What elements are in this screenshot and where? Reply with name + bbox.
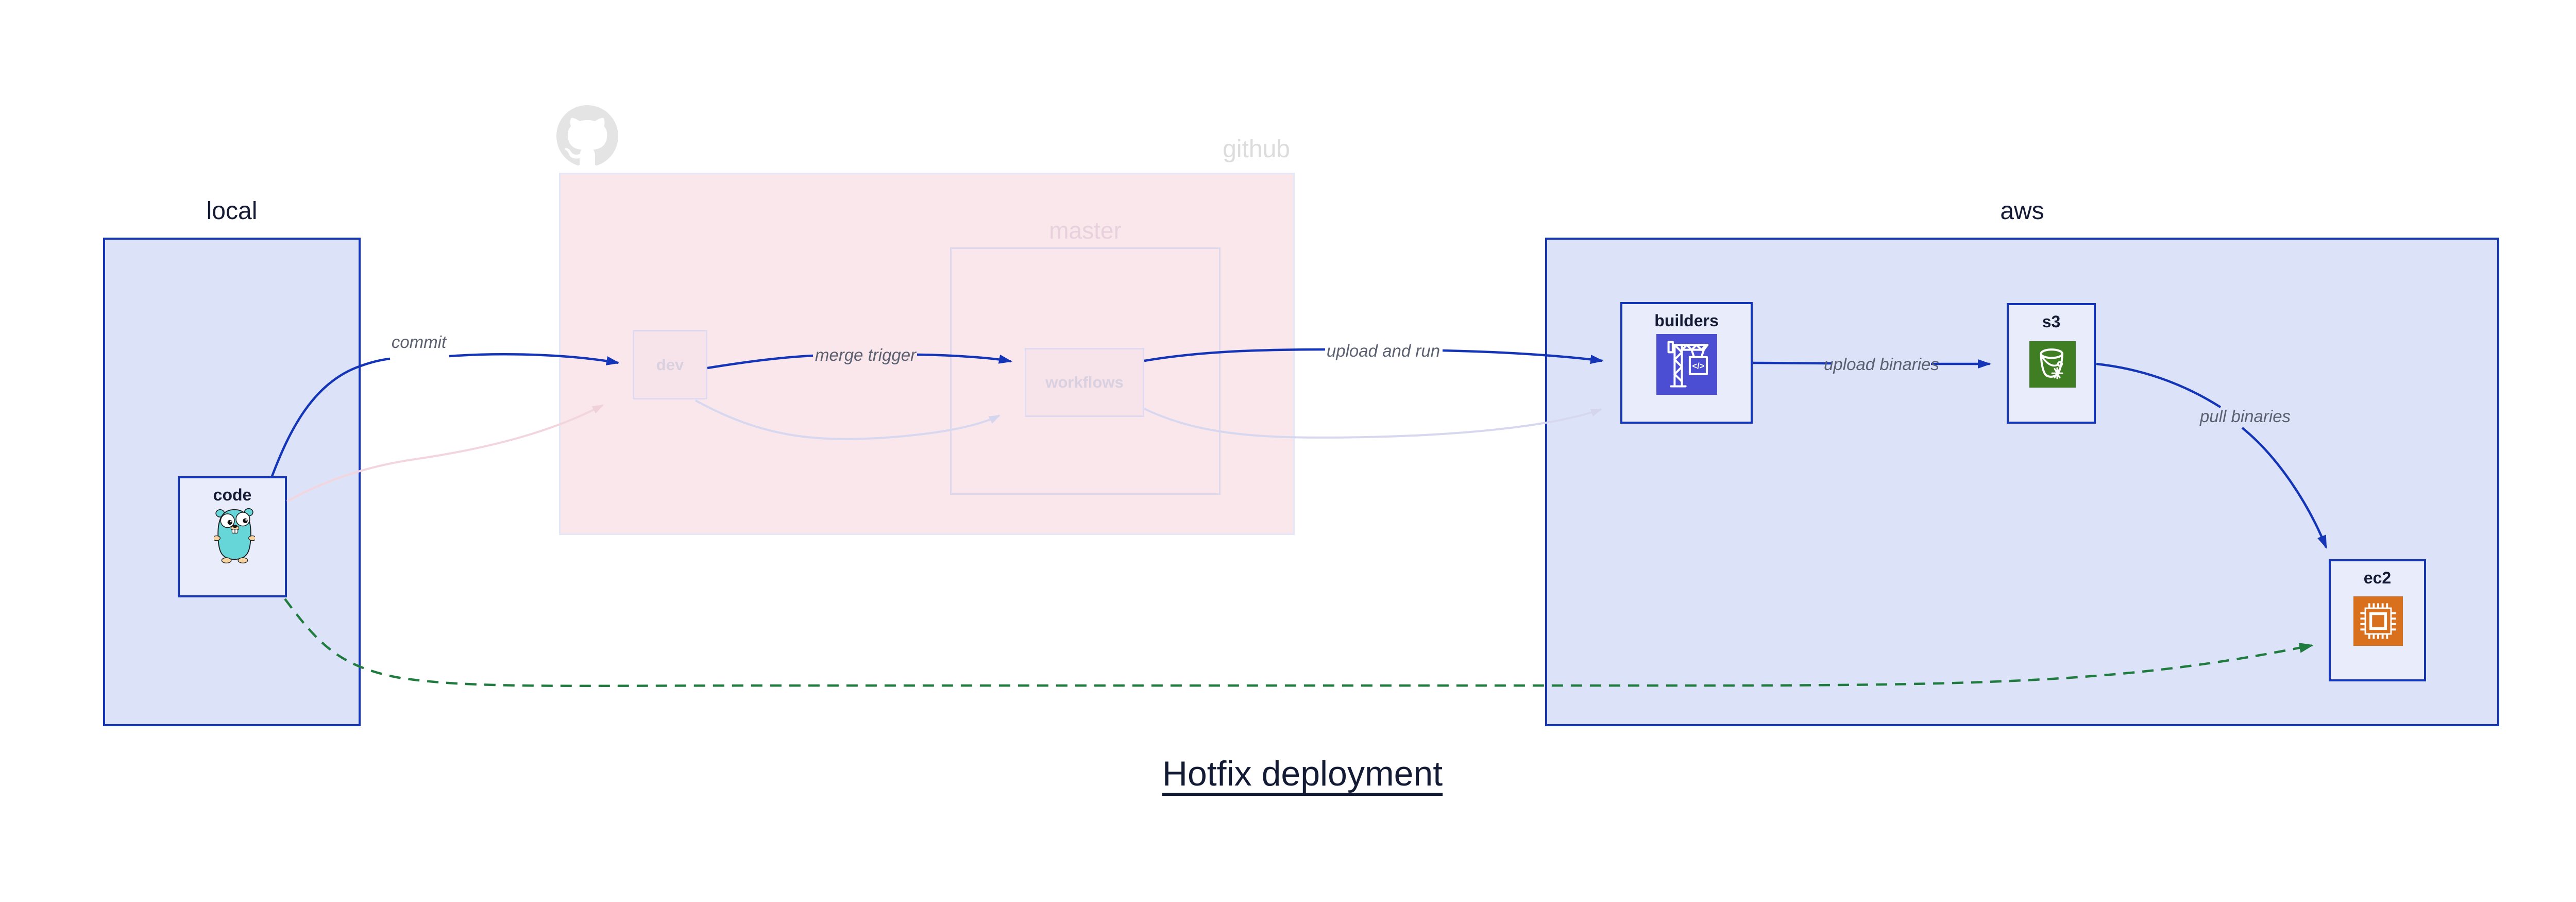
node-builders-label: builders bbox=[1654, 311, 1719, 330]
edge-merge-trigger-label: merge trigger bbox=[815, 345, 917, 364]
go-gopher-icon bbox=[212, 507, 257, 566]
node-code: code bbox=[178, 476, 287, 597]
aws-codebuild-icon: </> bbox=[1656, 334, 1717, 397]
node-workflows: workflows bbox=[1025, 348, 1144, 417]
node-builders: builders </> bbox=[1620, 302, 1753, 424]
aws-ec2-icon bbox=[2353, 596, 2403, 648]
node-workflows-label: workflows bbox=[1045, 373, 1124, 391]
node-ec2: ec2 bbox=[2329, 559, 2426, 681]
aws-s3-icon bbox=[2029, 341, 2076, 390]
diagram-title: Hotfix deployment bbox=[1162, 754, 1443, 793]
node-dev-label: dev bbox=[656, 355, 684, 374]
edge-upload-binaries-label: upload binaries bbox=[1824, 355, 1939, 374]
cluster-github-title: github bbox=[1223, 136, 1290, 163]
octocat-icon bbox=[556, 105, 618, 167]
node-dev: dev bbox=[633, 330, 707, 399]
edge-commit-label: commit bbox=[391, 332, 447, 352]
node-ec2-label: ec2 bbox=[2363, 569, 2392, 587]
edge-upload-and-run-label: upload and run bbox=[1326, 341, 1440, 360]
node-s3-label: s3 bbox=[2042, 312, 2061, 331]
cluster-local-title: local bbox=[206, 197, 258, 225]
cluster-aws-title: aws bbox=[2000, 197, 2044, 225]
cluster-master bbox=[950, 247, 1221, 495]
node-s3: s3 bbox=[2007, 303, 2096, 424]
svg-text:</>: </> bbox=[1692, 361, 1704, 371]
node-code-label: code bbox=[213, 486, 252, 504]
cluster-master-title: master bbox=[1049, 217, 1122, 244]
edge-pull-binaries-label: pull binaries bbox=[2199, 407, 2291, 426]
